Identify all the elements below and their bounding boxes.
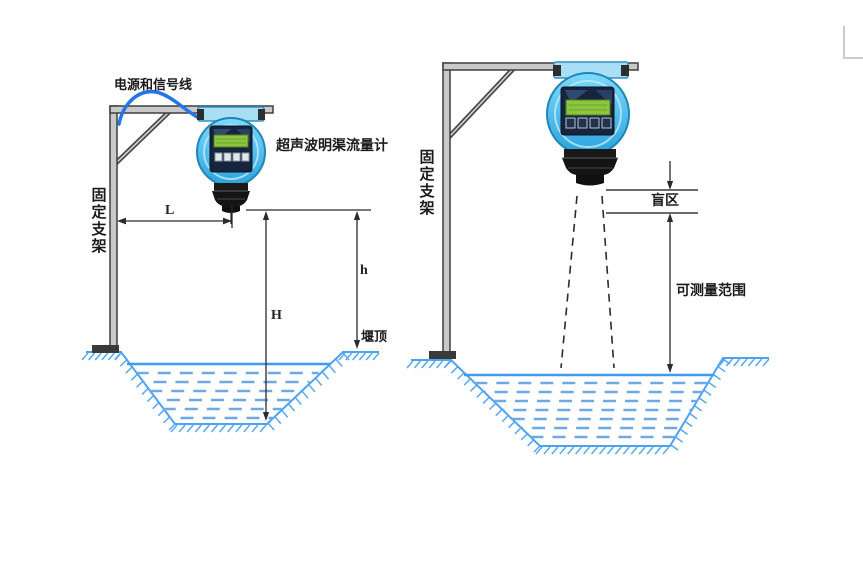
arrowhead (353, 340, 361, 349)
flow-meter (196, 106, 266, 224)
support-brace-highlight (448, 68, 514, 138)
power-cable (117, 89, 199, 126)
meter-inner-ring (203, 124, 259, 180)
transducer-horn-lower (222, 206, 240, 213)
arrowhead (262, 412, 270, 421)
lcd-screen (565, 99, 611, 116)
arrowhead (666, 213, 674, 222)
display-button (601, 117, 612, 129)
device-name-label: 超声波明渠流量计 (276, 137, 388, 153)
meter-inner-ring (554, 80, 622, 148)
flow-meter (546, 61, 630, 186)
transducer-collar (214, 183, 248, 191)
water-dashes (474, 381, 709, 439)
ground-hatch (406, 358, 770, 455)
water-dashes (135, 371, 319, 420)
screenshot-corner-mark (843, 26, 863, 59)
arrowhead (666, 181, 674, 190)
ultrasonic-beam-left (560, 195, 578, 369)
bracket-label-right: 固定支架 (417, 149, 435, 217)
weir-top-label: 堰顶 (361, 329, 388, 344)
display-button (241, 152, 250, 162)
support-base (92, 345, 119, 353)
support-post (109, 105, 118, 347)
power-cable-label: 电源和信号线 (114, 77, 193, 92)
display-button (577, 117, 588, 129)
ground-hatch (81, 352, 380, 433)
flange-bolt (197, 109, 204, 120)
dim-L-label: L (165, 203, 175, 218)
lcd-screen (213, 134, 249, 148)
display-button (223, 152, 232, 162)
right-dimensions (666, 161, 674, 373)
transducer-horn-lower (576, 175, 604, 186)
arrowhead (353, 211, 361, 220)
support-base (429, 351, 456, 359)
flange-bolt (258, 109, 265, 120)
left-diagram (81, 89, 380, 433)
blind-zone-label: 盲区 (650, 192, 680, 209)
bracket-label-left: 固定支架 (89, 187, 107, 255)
transducer-collar (564, 149, 616, 158)
arrowhead (223, 217, 232, 225)
support-brace-highlight (115, 109, 172, 164)
flange-bolt (553, 65, 561, 76)
left-dimensions (117, 205, 371, 421)
ultrasonic-beam-right (601, 195, 615, 369)
arrowhead (666, 364, 674, 373)
display-button (232, 152, 241, 162)
display-button (214, 152, 223, 162)
transducer-horn (562, 158, 618, 175)
display-button (589, 117, 600, 129)
flange-bolt (621, 65, 629, 76)
arrowhead (117, 217, 126, 225)
support-arm (442, 62, 639, 71)
right-diagram (406, 61, 770, 455)
channel-outline (411, 357, 769, 447)
arrowhead (262, 211, 270, 220)
dim-h-label: h (360, 263, 368, 278)
measurable-range-label: 可测量范围 (676, 282, 746, 298)
display-button (565, 117, 576, 129)
support-post (442, 62, 451, 353)
dim-H-label: H (271, 308, 282, 323)
